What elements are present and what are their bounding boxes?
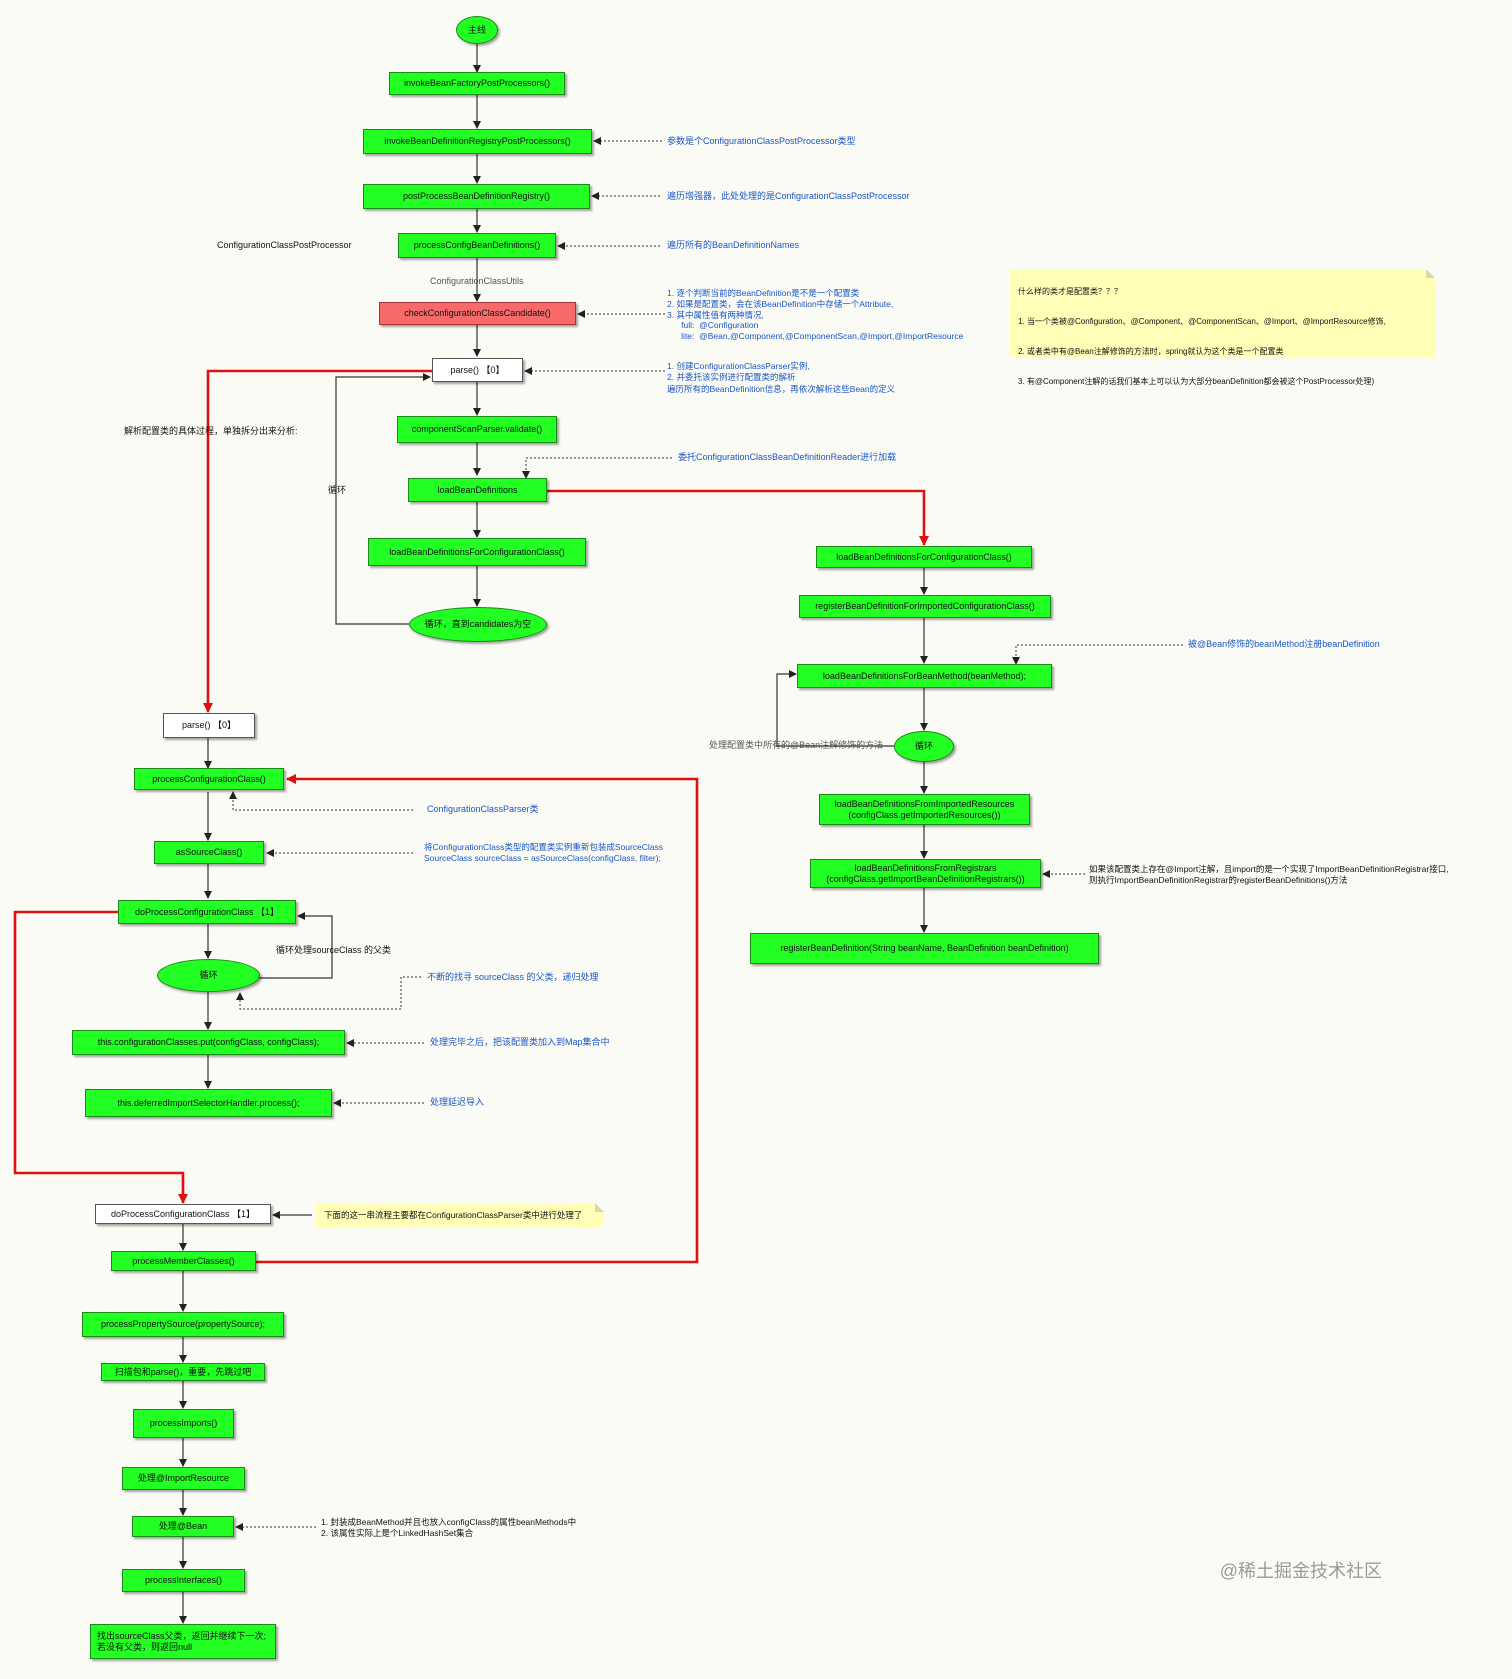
right-imported-resources-node[interactable]: loadBeanDefinitionsFromImportedResources… xyxy=(819,794,1030,825)
post-process-bdr-node[interactable]: postProcessBeanDefinitionRegistry() xyxy=(363,184,590,209)
dotted-edge xyxy=(522,457,672,479)
loop-source-class-label: 循环处理sourceClass 的父类 xyxy=(276,945,392,955)
note-line: 1. 当一个类被@Configuration、@Component、@Compo… xyxy=(1018,317,1386,326)
annotation-deferred: 处理延迟导入 xyxy=(430,1097,485,1107)
red-edge xyxy=(203,369,432,713)
right-register-imported-node[interactable]: registerBeanDefinitionForImportedConfigu… xyxy=(799,595,1051,618)
handle-bean-node[interactable]: 处理@Bean xyxy=(132,1516,234,1537)
config-classes-put-node[interactable]: this.configurationClasses.put(configClas… xyxy=(72,1030,345,1055)
edge xyxy=(258,912,333,979)
right-registrars-node[interactable]: loadBeanDefinitionsFromRegistrars (confi… xyxy=(810,859,1041,888)
right-loop-node[interactable]: 循环 xyxy=(894,731,954,762)
do-process-2-node[interactable]: doProcessConfigurationClass 【1】 xyxy=(95,1204,271,1224)
note-fold-corner xyxy=(1426,269,1435,278)
edge xyxy=(776,670,894,747)
annotation-registrar: 如果该配置类上存在@Import注解，且import的是一个实现了ImportB… xyxy=(1089,864,1449,885)
parse-top-node[interactable]: parse() 【0】 xyxy=(432,358,523,382)
annotation-parser-instance: 1. 创建ConfigurationClassParser实例, 2. 并委托该… xyxy=(667,361,896,394)
annotation-source-class: 将ConfigurationClass类型的配置类实例重新包装成SourceCl… xyxy=(424,842,664,863)
process-imports-node[interactable]: processImports() xyxy=(133,1409,234,1438)
loop-candidates-node[interactable]: 循环，直到candidates为空 xyxy=(409,607,547,642)
note-line: 3. 有@Component注解的话我们基本上可以认为大部分beanDefini… xyxy=(1018,377,1375,386)
annotation-check-config: 1. 逐个判断当前的BeanDefinition是不是一个配置类 2. 如果是配… xyxy=(667,288,964,342)
parse-left-node[interactable]: parse() 【0】 xyxy=(163,713,255,738)
find-super-node[interactable]: 找出sourceClass父类，返回并继续下一次; 若没有父类，则返回null xyxy=(90,1624,276,1659)
check-candidate-node[interactable]: checkConfigurationClassCandidate() xyxy=(379,302,576,325)
validate-node[interactable]: componentScanParser.validate() xyxy=(397,416,557,443)
process-interfaces-node[interactable]: processInterfaces() xyxy=(122,1569,245,1592)
red-edge xyxy=(13,910,188,1204)
bean-methods-label: 处理配置类中所有的@Bean注解修饰的方法 xyxy=(709,740,884,750)
ccpp-label: ConfigurationClassPostProcessor xyxy=(217,240,352,250)
dotted-edge xyxy=(1012,644,1183,665)
right-load-bean-method-node[interactable]: loadBeanDefinitionsForBeanMethod(beanMet… xyxy=(797,664,1052,688)
annotation-bean-method-set: 1. 封装成BeanMethod并且也放入configClass的属性beanM… xyxy=(321,1517,577,1538)
loop-source-node[interactable]: 循环 xyxy=(157,959,260,992)
parse-detail-label: 解析配置类的具体过程，单独拆分出来分析: xyxy=(124,426,298,436)
annotation-add-to-map: 处理完毕之后，把该配置类加入到Map集合中 xyxy=(430,1037,610,1047)
red-edge xyxy=(547,489,929,546)
annotation-bean-method: 被@Bean修饰的beanMethod注册beanDefinition xyxy=(1188,639,1380,649)
annotation-param-type: 参数是个ConfigurationClassPostProcessor类型 xyxy=(667,136,856,146)
property-source-node[interactable]: processPropertySource(propertySource); xyxy=(82,1312,284,1337)
red-edge xyxy=(256,774,699,1264)
right-register-bd-node[interactable]: registerBeanDefinition(String beanName, … xyxy=(750,933,1099,964)
load-bd-node[interactable]: loadBeanDefinitions xyxy=(408,478,547,502)
annotation-traverse-names: 遍历所有的BeanDefinitionNames xyxy=(667,240,800,250)
config-class-note: 什么样的类才是配置类？？？ 1. 当一个类被@Configuration、@Co… xyxy=(1010,269,1435,386)
right-load-bd-for-config-node[interactable]: loadBeanDefinitionsForConfigurationClass… xyxy=(816,546,1032,568)
invoke-bdrpp-node[interactable]: invokeBeanDefinitionRegistryPostProcesso… xyxy=(363,129,592,154)
note-fold-corner xyxy=(595,1203,604,1212)
scan-parse-node[interactable]: 扫描包和parse()，重要，先跳过吧 xyxy=(101,1363,265,1381)
watermark: @稀土掘金技术社区 xyxy=(1219,1561,1382,1581)
as-source-class-node[interactable]: asSourceClass() xyxy=(154,841,264,864)
annotation-traverse-enhancers: 遍历增强器，此处处理的是ConfigurationClassPostProces… xyxy=(667,191,910,201)
do-process-1-node[interactable]: doProcessConfigurationClass 【1】 xyxy=(118,900,296,924)
member-classes-node[interactable]: processMemberClasses() xyxy=(111,1251,256,1271)
process-config-class-node[interactable]: processConfigurationClass() xyxy=(134,768,284,790)
dotted-edge xyxy=(236,976,421,1010)
loop-left-label: 循环 xyxy=(328,485,347,495)
deferred-import-node[interactable]: this.deferredImportSelectorHandler.proce… xyxy=(85,1089,332,1117)
annotation-find-super: 不断的找寻 sourceClass 的父类，递归处理 xyxy=(427,972,599,982)
flow-note: 下面的这一串流程主要都在ConfigurationClassParser类中进行… xyxy=(316,1203,604,1227)
process-config-bd-node[interactable]: processConfigBeanDefinitions() xyxy=(398,233,556,258)
dotted-edge xyxy=(229,791,413,811)
main-start-node[interactable]: 主线 xyxy=(456,16,498,44)
note-line: 什么样的类才是配置类？？？ xyxy=(1018,287,1122,296)
import-resource-node[interactable]: 处理@ImportResource xyxy=(122,1467,245,1490)
cc-utils-label: ConfigurationClassUtils xyxy=(430,276,524,286)
annotation-reader-delegate: 委托ConfigurationClassBeanDefinitionReader… xyxy=(678,452,897,462)
note-line: 2. 或者类中有@Bean注解修饰的方法时，spring就认为这个类是一个配置类 xyxy=(1018,347,1284,356)
load-bd-for-config-node[interactable]: loadBeanDefinitionsForConfigurationClass… xyxy=(368,538,586,566)
annotation-parser-class: ConfigurationClassParser类 xyxy=(427,804,539,814)
edge xyxy=(335,373,431,625)
invoke-bfpp-node[interactable]: invokeBeanFactoryPostProcessors() xyxy=(389,72,565,95)
